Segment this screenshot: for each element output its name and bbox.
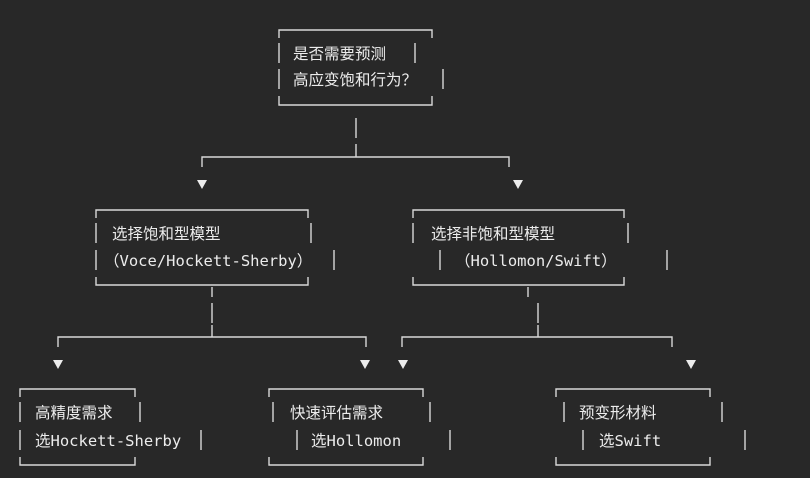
quick-eval-label: 快速评估需求 bbox=[290, 404, 383, 422]
quick-eval-choice: 选Hollomon bbox=[311, 432, 401, 450]
saturated-model-title: 选择饱和型模型 bbox=[112, 225, 221, 243]
quick-eval-leaf: 快速评估需求 选Hollomon bbox=[268, 388, 451, 466]
predeformed-choice: 选Swift bbox=[599, 432, 661, 450]
high-precision-leaf: 高精度需求 选Hockett-Sherby bbox=[19, 388, 202, 466]
unsaturated-connector bbox=[398, 287, 696, 369]
saturated-model-node: 选择饱和型模型 （Voce/Hockett-Sherby） bbox=[95, 209, 335, 286]
arrow-to-high-precision bbox=[53, 360, 63, 369]
arrow-to-unsaturated bbox=[513, 180, 523, 189]
high-precision-label: 高精度需求 bbox=[35, 404, 113, 422]
arrow-to-quick-eval-2 bbox=[398, 360, 408, 369]
arrow-to-saturated bbox=[197, 180, 207, 189]
root-connector bbox=[197, 118, 523, 189]
unsaturated-model-node: 选择非饱和型模型 （Hollomon/Swift） bbox=[412, 209, 668, 286]
arrow-to-predeformed bbox=[686, 360, 696, 369]
saturated-model-examples: （Voce/Hockett-Sherby） bbox=[104, 252, 312, 270]
arrow-to-quick-eval bbox=[360, 360, 370, 369]
unsaturated-model-examples: （Hollomon/Swift） bbox=[455, 252, 617, 270]
saturated-connector bbox=[53, 287, 370, 369]
root-question-line-2: 高应变饱和行为？ bbox=[293, 70, 417, 89]
predeformed-leaf: 预变形材料 选Swift bbox=[555, 388, 746, 466]
predeformed-label: 预变形材料 bbox=[579, 404, 657, 422]
root-node: 是否需要预测 高应变饱和行为？ bbox=[278, 29, 444, 106]
high-precision-choice: 选Hockett-Sherby bbox=[35, 432, 181, 450]
root-question-line-1: 是否需要预测 bbox=[293, 45, 386, 63]
unsaturated-model-title: 选择非饱和型模型 bbox=[431, 225, 555, 243]
